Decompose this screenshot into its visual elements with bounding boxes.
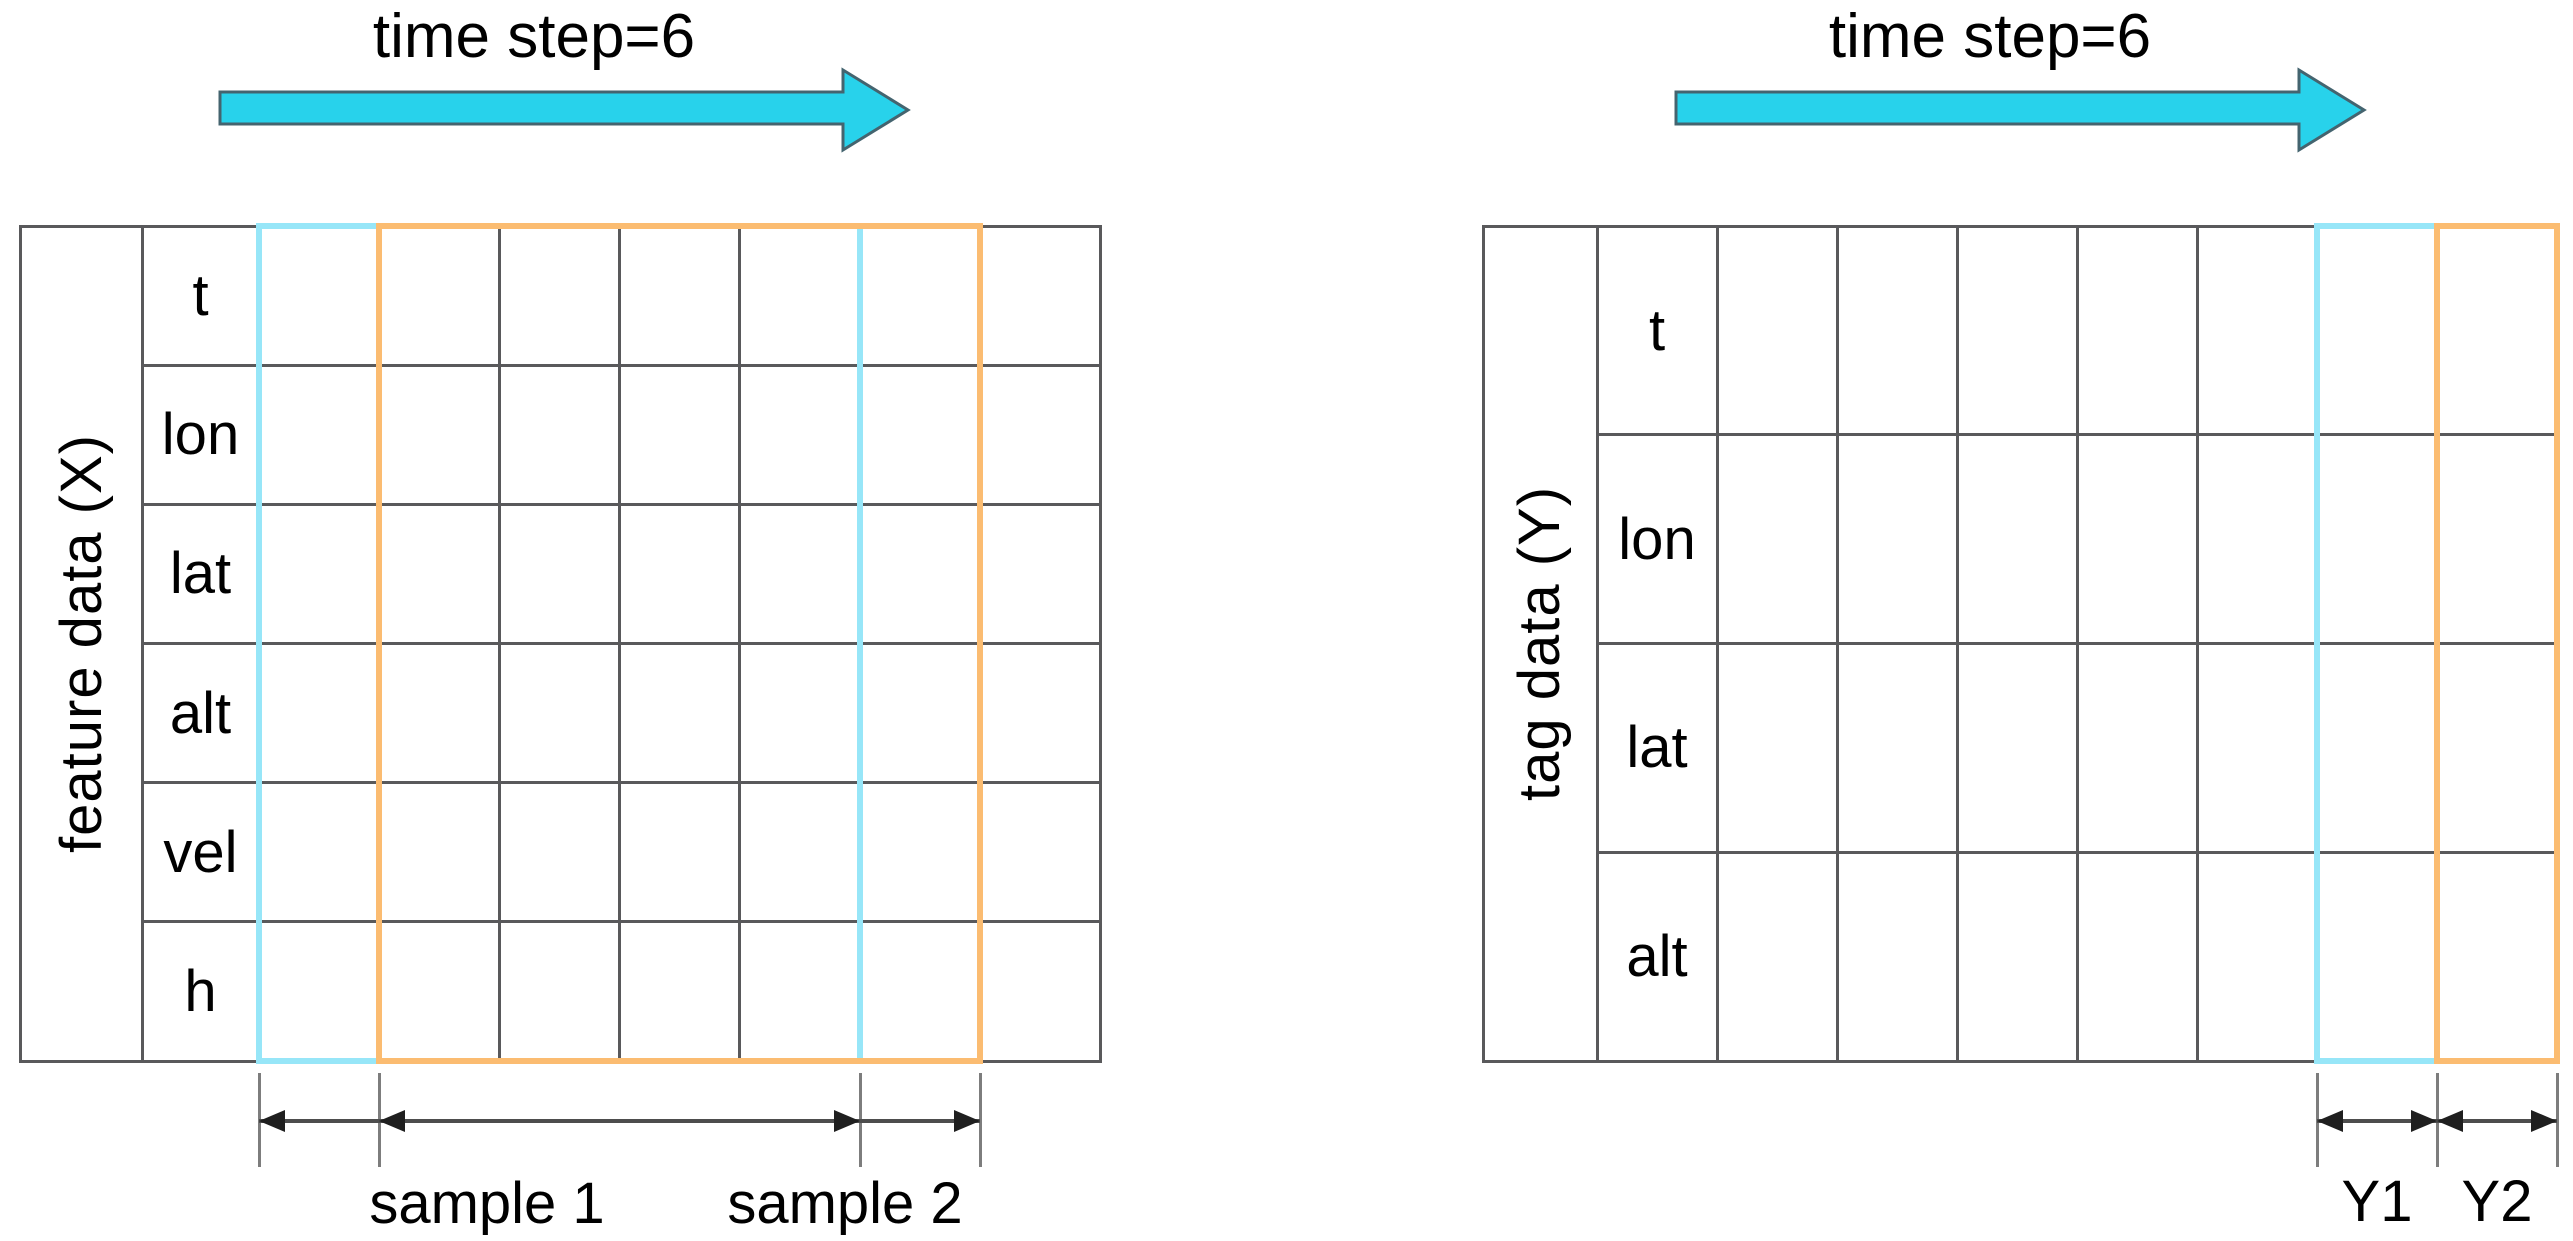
feature-table-window-orange bbox=[376, 223, 983, 1064]
tag-table-dim-arrowhead-left bbox=[2437, 1110, 2463, 1132]
feature-table-row-label: lat bbox=[169, 541, 232, 607]
feature-table-dim-line bbox=[259, 1119, 980, 1123]
feature-table-row-label: vel bbox=[163, 819, 238, 885]
tag-table-row-label: lat bbox=[1626, 715, 1688, 781]
feature-table-row-label: alt bbox=[169, 680, 232, 746]
tag-table-dim-arrowhead-left bbox=[2317, 1110, 2343, 1132]
tag-table-window-orange bbox=[2434, 223, 2560, 1064]
feature-table-dim-tick bbox=[978, 1073, 982, 1167]
sample1-label: sample 1 bbox=[369, 1171, 605, 1236]
left-time-step-label: time step=6 bbox=[372, 2, 696, 71]
feature-table-row-line bbox=[142, 642, 1100, 645]
tag-table-row-line bbox=[1597, 433, 2557, 437]
feature-table-row-label: lon bbox=[161, 402, 240, 468]
tag-table-dim-arrowhead-right bbox=[2411, 1110, 2437, 1132]
left-time-arrow-icon bbox=[218, 67, 911, 153]
feature-table-dim-arrowhead-left bbox=[379, 1110, 406, 1132]
sample2-label: sample 2 bbox=[727, 1171, 963, 1236]
tag-table-dim-arrowhead-right bbox=[2531, 1110, 2557, 1132]
tag-table-row-line bbox=[1597, 850, 2557, 854]
feature-table-row-label: t bbox=[192, 263, 209, 329]
right-time-arrow-icon bbox=[1674, 67, 2367, 153]
right-time-step-label: time step=6 bbox=[1828, 2, 2152, 71]
feature-table-row-line bbox=[142, 502, 1100, 506]
y1-label: Y1 bbox=[2341, 1169, 2413, 1234]
feature-table-row-line bbox=[142, 781, 1100, 785]
feature-table-row-label: h bbox=[184, 958, 217, 1024]
feature-table-row-line bbox=[142, 920, 1100, 924]
feature-table-dim-arrowhead-right bbox=[953, 1110, 980, 1132]
tag-table-row-label: alt bbox=[1626, 924, 1688, 990]
tag-table-window-cyan bbox=[2314, 223, 2440, 1064]
feature-table-row-line bbox=[142, 363, 1100, 367]
feature-table-dim-arrowhead-right bbox=[833, 1110, 860, 1132]
tag-table-row-line bbox=[1597, 642, 2557, 645]
tag-table-dim-tick bbox=[2555, 1073, 2559, 1167]
feature-table-dim-arrowhead-left bbox=[259, 1110, 285, 1132]
y2-label: Y2 bbox=[2461, 1169, 2533, 1234]
tag-table-row-label: lon bbox=[1618, 506, 1696, 572]
tag-table-row-label: t bbox=[1648, 297, 1666, 363]
